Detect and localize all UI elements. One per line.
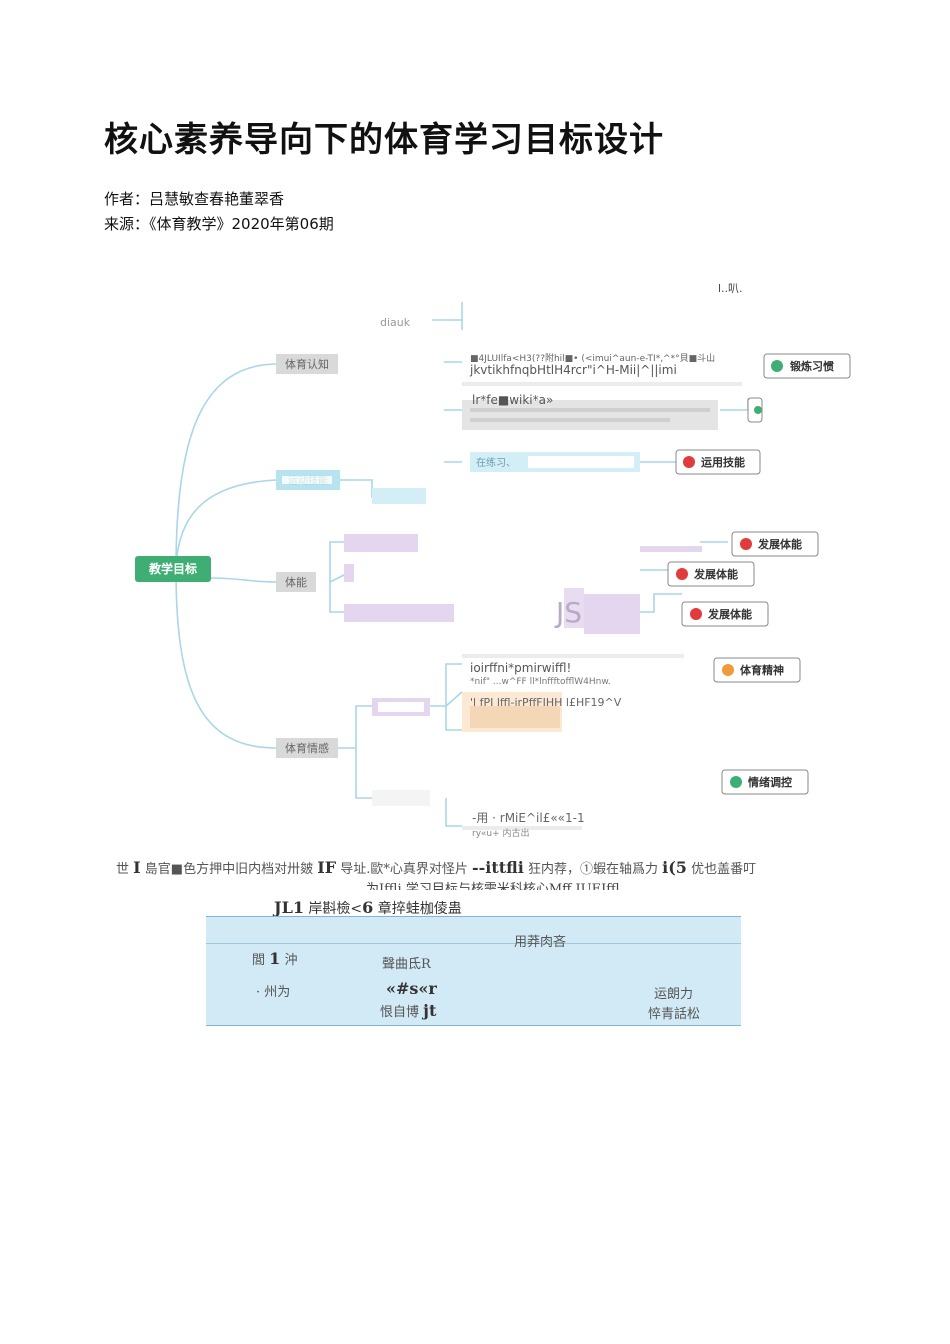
figure-caption-line-2: 为Iffli 学习目标与核需米科核心Mff IUEIffl (366, 882, 620, 890)
table-cell: «#s«r (386, 979, 437, 998)
table-cell-fragment: 沖 (284, 953, 298, 968)
ocr-scrap: *nif" ...w^FF ll*lnffftofflW4Hnw. (470, 677, 611, 687)
caption-fragment: --ittfli (471, 858, 524, 877)
ocr-scrap: lr*fe■wiki*a» (472, 393, 553, 407)
outcome-badge: 发展体能 (667, 561, 755, 587)
description-block (584, 594, 640, 634)
document-title: 核心素养导向下的体育学习目标设计 (104, 120, 664, 160)
ocr-scrap: 在练习、 (476, 456, 516, 469)
outcome-label: 锻炼习惯 (790, 359, 834, 373)
caption-fragment: 导址.歐*心真界对怪片 (340, 862, 468, 877)
ocr-scrap: ioirffni*pmirwiffl! (470, 661, 571, 675)
branch-node-fitness: 体能 (285, 575, 307, 589)
ocr-scrap: -用 · rMiE^il£««1-1 (472, 811, 585, 825)
outcome-badge: 运用技能 (675, 449, 761, 475)
caption-fragment: i(5 (662, 858, 687, 877)
ocr-scrap: l..叭. (718, 282, 743, 295)
author-line: 作者：吕慧敏查春艳董翠香 (104, 190, 285, 208)
sub-node-inner (378, 702, 424, 712)
branch-node-redaction (282, 476, 332, 484)
table-cell-fragment: jt (423, 1001, 437, 1020)
sub-node (372, 488, 426, 504)
mind-map-connectors (175, 302, 749, 827)
outcome-label: 运用技能 (701, 455, 745, 469)
ocr-scrap: ry«u+ 内古出 (472, 827, 529, 839)
outcome-badge: 体育精神 (713, 657, 801, 683)
table-cell-fragment: 閭 (252, 953, 266, 968)
branch-node-box (276, 572, 316, 592)
branch-node-box (276, 738, 338, 758)
description-block (640, 546, 702, 552)
outcome-badge: 锻炼习惯 (763, 353, 851, 379)
outcome-label: 发展体能 (707, 607, 752, 621)
sub-node (344, 534, 418, 552)
outcome-badge: 情绪调控 (721, 769, 809, 795)
ocr-scrap: ■4JLUIlfa<H3(??附hil■• (<imui^aun-e-TI*,^… (470, 352, 715, 364)
description-block (470, 706, 560, 728)
description-line (462, 382, 742, 386)
branch-node-cognition: 体育认知 (285, 357, 329, 371)
outcome-label: 体育精神 (740, 663, 784, 677)
outcome-badge: 发展体能 (681, 601, 769, 627)
mind-map-figure: 教学目标 体育认知 运动技能 体能 体育情感 锻炼习惯 运用技能 (135, 282, 851, 839)
description-line (462, 826, 582, 830)
ocr-scrap: diauk (380, 316, 411, 329)
sub-node (372, 790, 430, 806)
table-header-rule (206, 943, 741, 944)
caption-fragment: 优也盖番叮 (691, 862, 757, 877)
source-line: 来源：《体育教学》2020年第06期 (104, 215, 334, 233)
table-cell: · 州为 (256, 985, 291, 1000)
outcome-label: 发展体能 (757, 537, 802, 551)
sub-node (344, 604, 454, 622)
figure-caption-line-1: 世 I 島官■色方押中旧内档对卅皴 IF 导址.歐*心真界对怪片 --ittfl… (116, 858, 756, 877)
ocr-scrap: jkvtikhfnqbHtlH4rcr"i^H-Mii|^||imi (469, 363, 677, 377)
table-cell: 运朗力 (654, 987, 694, 1002)
caption-fragment: 狂内荐，①蝦在轴爲力 (527, 862, 658, 877)
description-block (564, 588, 584, 628)
table-cell-fragment: 恨自博 (380, 1005, 420, 1020)
table-cell: 閭 1 沖 (252, 949, 297, 968)
outcome-label: 发展体能 (693, 567, 738, 581)
table-title-fragment: 6 (362, 898, 374, 917)
table-cell: 恨自博 jt (380, 1001, 436, 1020)
table-cell: 悴青話松 (648, 1007, 701, 1022)
outcome-label: 情绪调控 (748, 775, 792, 789)
ocr-scrap: 'l fPI lffl-irPffFIHH l£HF19^V (470, 696, 622, 709)
description-block (462, 400, 718, 430)
outcome-badge-partial (747, 397, 763, 423)
ocr-scrap: JS (554, 596, 582, 629)
caption-fragment: IF (317, 858, 337, 877)
data-table: 用莽肉吝 閭 1 沖 聲曲氐R · 州为 «#s«r 恨自博 jt 运朗力 悴青… (206, 916, 741, 1026)
root-node-box (135, 556, 211, 582)
description-line (462, 654, 684, 658)
outcome-badge: 发展体能 (731, 531, 819, 557)
branch-node-emotion: 体育情感 (285, 741, 329, 755)
table-title-fragment: JL1 (274, 898, 304, 917)
sub-node (344, 564, 354, 582)
table-title-fragment: 岸斟檢< (308, 901, 363, 917)
branch-node-skill: 运动技能 (288, 474, 328, 487)
table-title: JL1 岸斟檢<6 章捽蛙枷倰蛊 (274, 898, 462, 918)
description-line (470, 408, 710, 412)
table-cell-fragment: 1 (269, 949, 281, 968)
table-title-fragment: 章捽蛙枷倰蛊 (377, 901, 462, 917)
root-node-label: 教学目标 (148, 561, 197, 576)
branch-node-box (276, 354, 338, 374)
table-cell: 聲曲氐R (382, 957, 431, 972)
caption-fragment: I (133, 858, 141, 877)
description-line (470, 418, 670, 422)
caption-fragment: 世 (116, 862, 130, 877)
description-redaction (528, 456, 634, 468)
caption-fragment: 島官■色方押中旧内档对卅皴 (144, 862, 314, 877)
table-header-cell: 用莽肉吝 (514, 935, 567, 950)
